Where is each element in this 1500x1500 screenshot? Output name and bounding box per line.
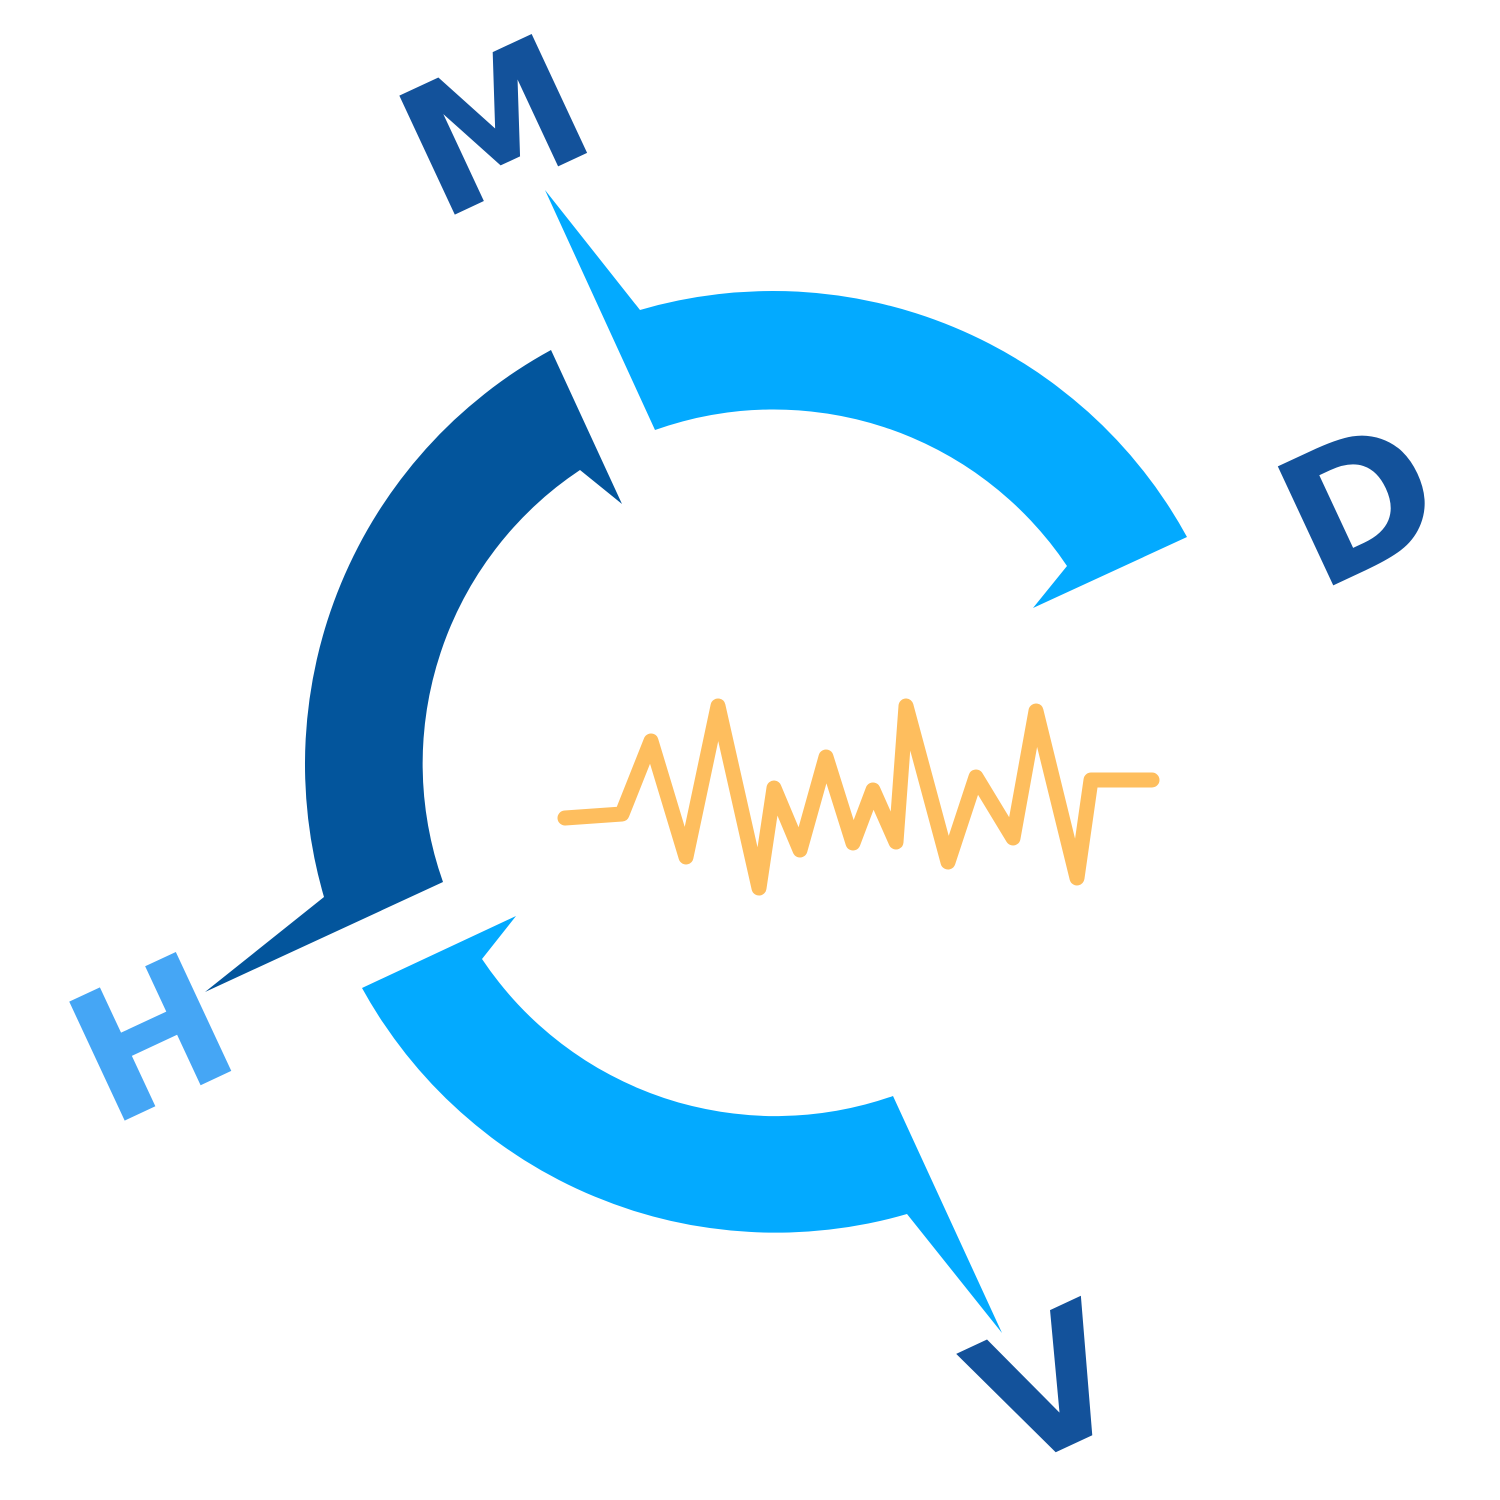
compass-ring-top-segment	[545, 190, 1187, 608]
compass-letter-right: D	[1248, 379, 1472, 632]
compass-ring-dark-segment	[205, 350, 622, 992]
waveform-pulse-icon	[557, 698, 1160, 896]
compass-letter-top: M	[370, 0, 621, 261]
compass-ring-bottom-segment	[362, 916, 1002, 1333]
compass-letter-left: H	[40, 913, 265, 1166]
compass-letter-bottom: V	[941, 1264, 1156, 1500]
